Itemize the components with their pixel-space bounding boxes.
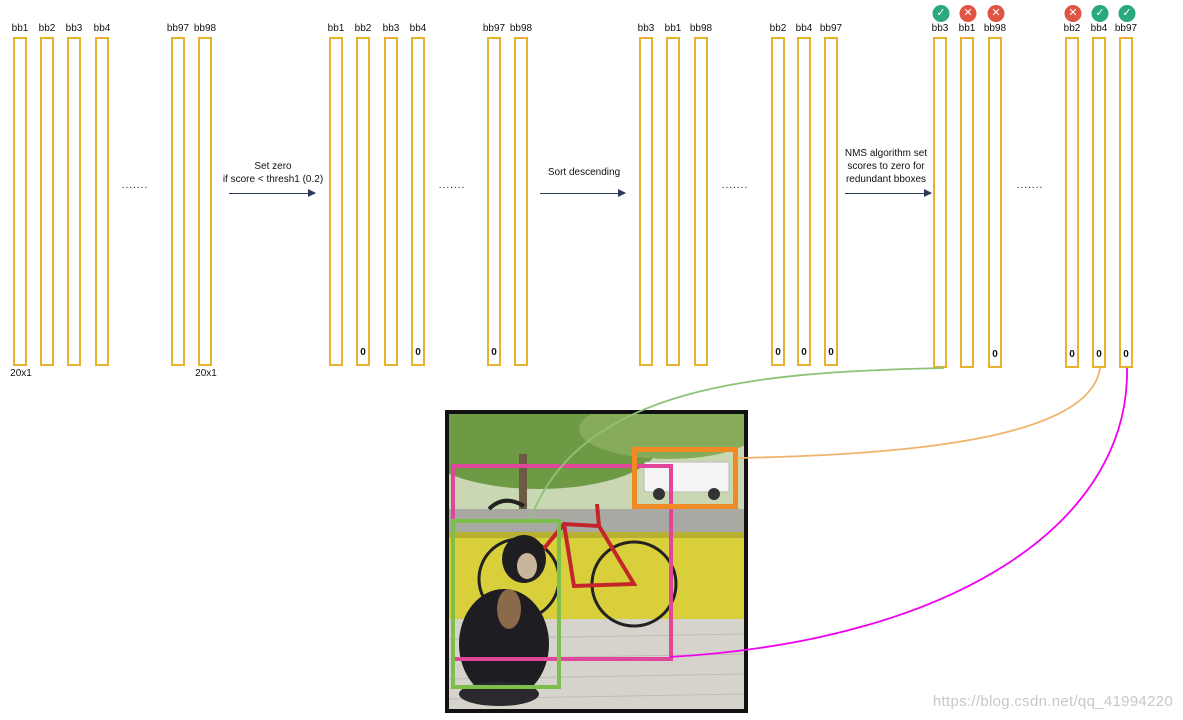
- score-vector-bb2: [1065, 37, 1079, 368]
- bbox-label: bb4: [410, 23, 427, 34]
- bbox-label: bb97: [820, 23, 842, 34]
- score-vector-bb97: [824, 37, 838, 366]
- score-vector-bb98: [198, 37, 212, 366]
- bbox-label: bb1: [665, 23, 682, 34]
- check-icon: ✓: [1119, 5, 1136, 22]
- score-vector-bb4: [797, 37, 811, 366]
- score-vector-bb3: [933, 37, 947, 368]
- zero-score: 0: [828, 347, 834, 358]
- watermark: https://blog.csdn.net/qq_41994220: [933, 693, 1173, 710]
- score-vector-bb4: [411, 37, 425, 366]
- step-arrow-3: [845, 193, 931, 194]
- step-arrow-1: [229, 193, 315, 194]
- zero-score: 0: [360, 347, 366, 358]
- score-vector-bb98: [694, 37, 708, 366]
- score-vector-bb97: [487, 37, 501, 366]
- bbox-label: bb97: [483, 23, 505, 34]
- bbox-label: bb2: [355, 23, 372, 34]
- score-vector-bb97: [171, 37, 185, 366]
- bbox-label: bb4: [796, 23, 813, 34]
- step-arrow-2: [540, 193, 625, 194]
- bbox-label: bb97: [1115, 23, 1137, 34]
- bbox-label: bb1: [12, 23, 29, 34]
- vector-dimension: 20x1: [195, 368, 217, 379]
- score-vector-bb1: [666, 37, 680, 366]
- zero-score: 0: [415, 347, 421, 358]
- cross-icon: ✕: [960, 5, 977, 22]
- score-vector-bb1: [329, 37, 343, 366]
- bbox-label: bb98: [194, 23, 216, 34]
- bbox-label: bb2: [770, 23, 787, 34]
- ellipsis: .......: [122, 180, 148, 191]
- cross-icon: ✕: [1065, 5, 1082, 22]
- bbox-label: bb4: [1091, 23, 1108, 34]
- score-vector-bb3: [639, 37, 653, 366]
- ellipsis: .......: [1017, 180, 1043, 191]
- score-vector-bb1: [13, 37, 27, 366]
- score-vector-bb4: [1092, 37, 1106, 368]
- vector-dimension: 20x1: [10, 368, 32, 379]
- score-vector-bb98: [514, 37, 528, 366]
- bbox-label: bb98: [984, 23, 1006, 34]
- score-vector-bb3: [384, 37, 398, 366]
- bbox-label: bb97: [167, 23, 189, 34]
- zero-score: 0: [801, 347, 807, 358]
- bbox-label: bb3: [66, 23, 83, 34]
- bbox-label: bb1: [959, 23, 976, 34]
- bbox-label: bb3: [383, 23, 400, 34]
- step-label-2: Sort descending: [519, 166, 649, 179]
- bbox-label: bb98: [690, 23, 712, 34]
- score-vector-bb2: [40, 37, 54, 366]
- cross-icon: ✕: [988, 5, 1005, 22]
- zero-score: 0: [1069, 349, 1075, 360]
- check-icon: ✓: [1092, 5, 1109, 22]
- score-vector-bb1: [960, 37, 974, 368]
- detection-photo: [445, 410, 748, 713]
- ellipsis: .......: [722, 180, 748, 191]
- bbox-label: bb1: [328, 23, 345, 34]
- bbox-label: bb2: [39, 23, 56, 34]
- zero-score: 0: [1096, 349, 1102, 360]
- bbox-label: bb4: [94, 23, 111, 34]
- score-vector-bb4: [95, 37, 109, 366]
- bbox-label: bb2: [1064, 23, 1081, 34]
- dog-bbox: [451, 519, 561, 689]
- zero-score: 0: [491, 347, 497, 358]
- score-vector-bb97: [1119, 37, 1133, 368]
- check-icon: ✓: [933, 5, 950, 22]
- score-vector-bb3: [67, 37, 81, 366]
- zero-score: 0: [992, 349, 998, 360]
- bbox-label: bb3: [932, 23, 949, 34]
- bbox-label: bb3: [638, 23, 655, 34]
- score-vector-bb2: [771, 37, 785, 366]
- car-bbox: [632, 447, 738, 509]
- score-vector-bb98: [988, 37, 1002, 368]
- score-vector-bb2: [356, 37, 370, 366]
- ellipsis: .......: [439, 180, 465, 191]
- zero-score: 0: [1123, 349, 1129, 360]
- zero-score: 0: [775, 347, 781, 358]
- bbox-label: bb98: [510, 23, 532, 34]
